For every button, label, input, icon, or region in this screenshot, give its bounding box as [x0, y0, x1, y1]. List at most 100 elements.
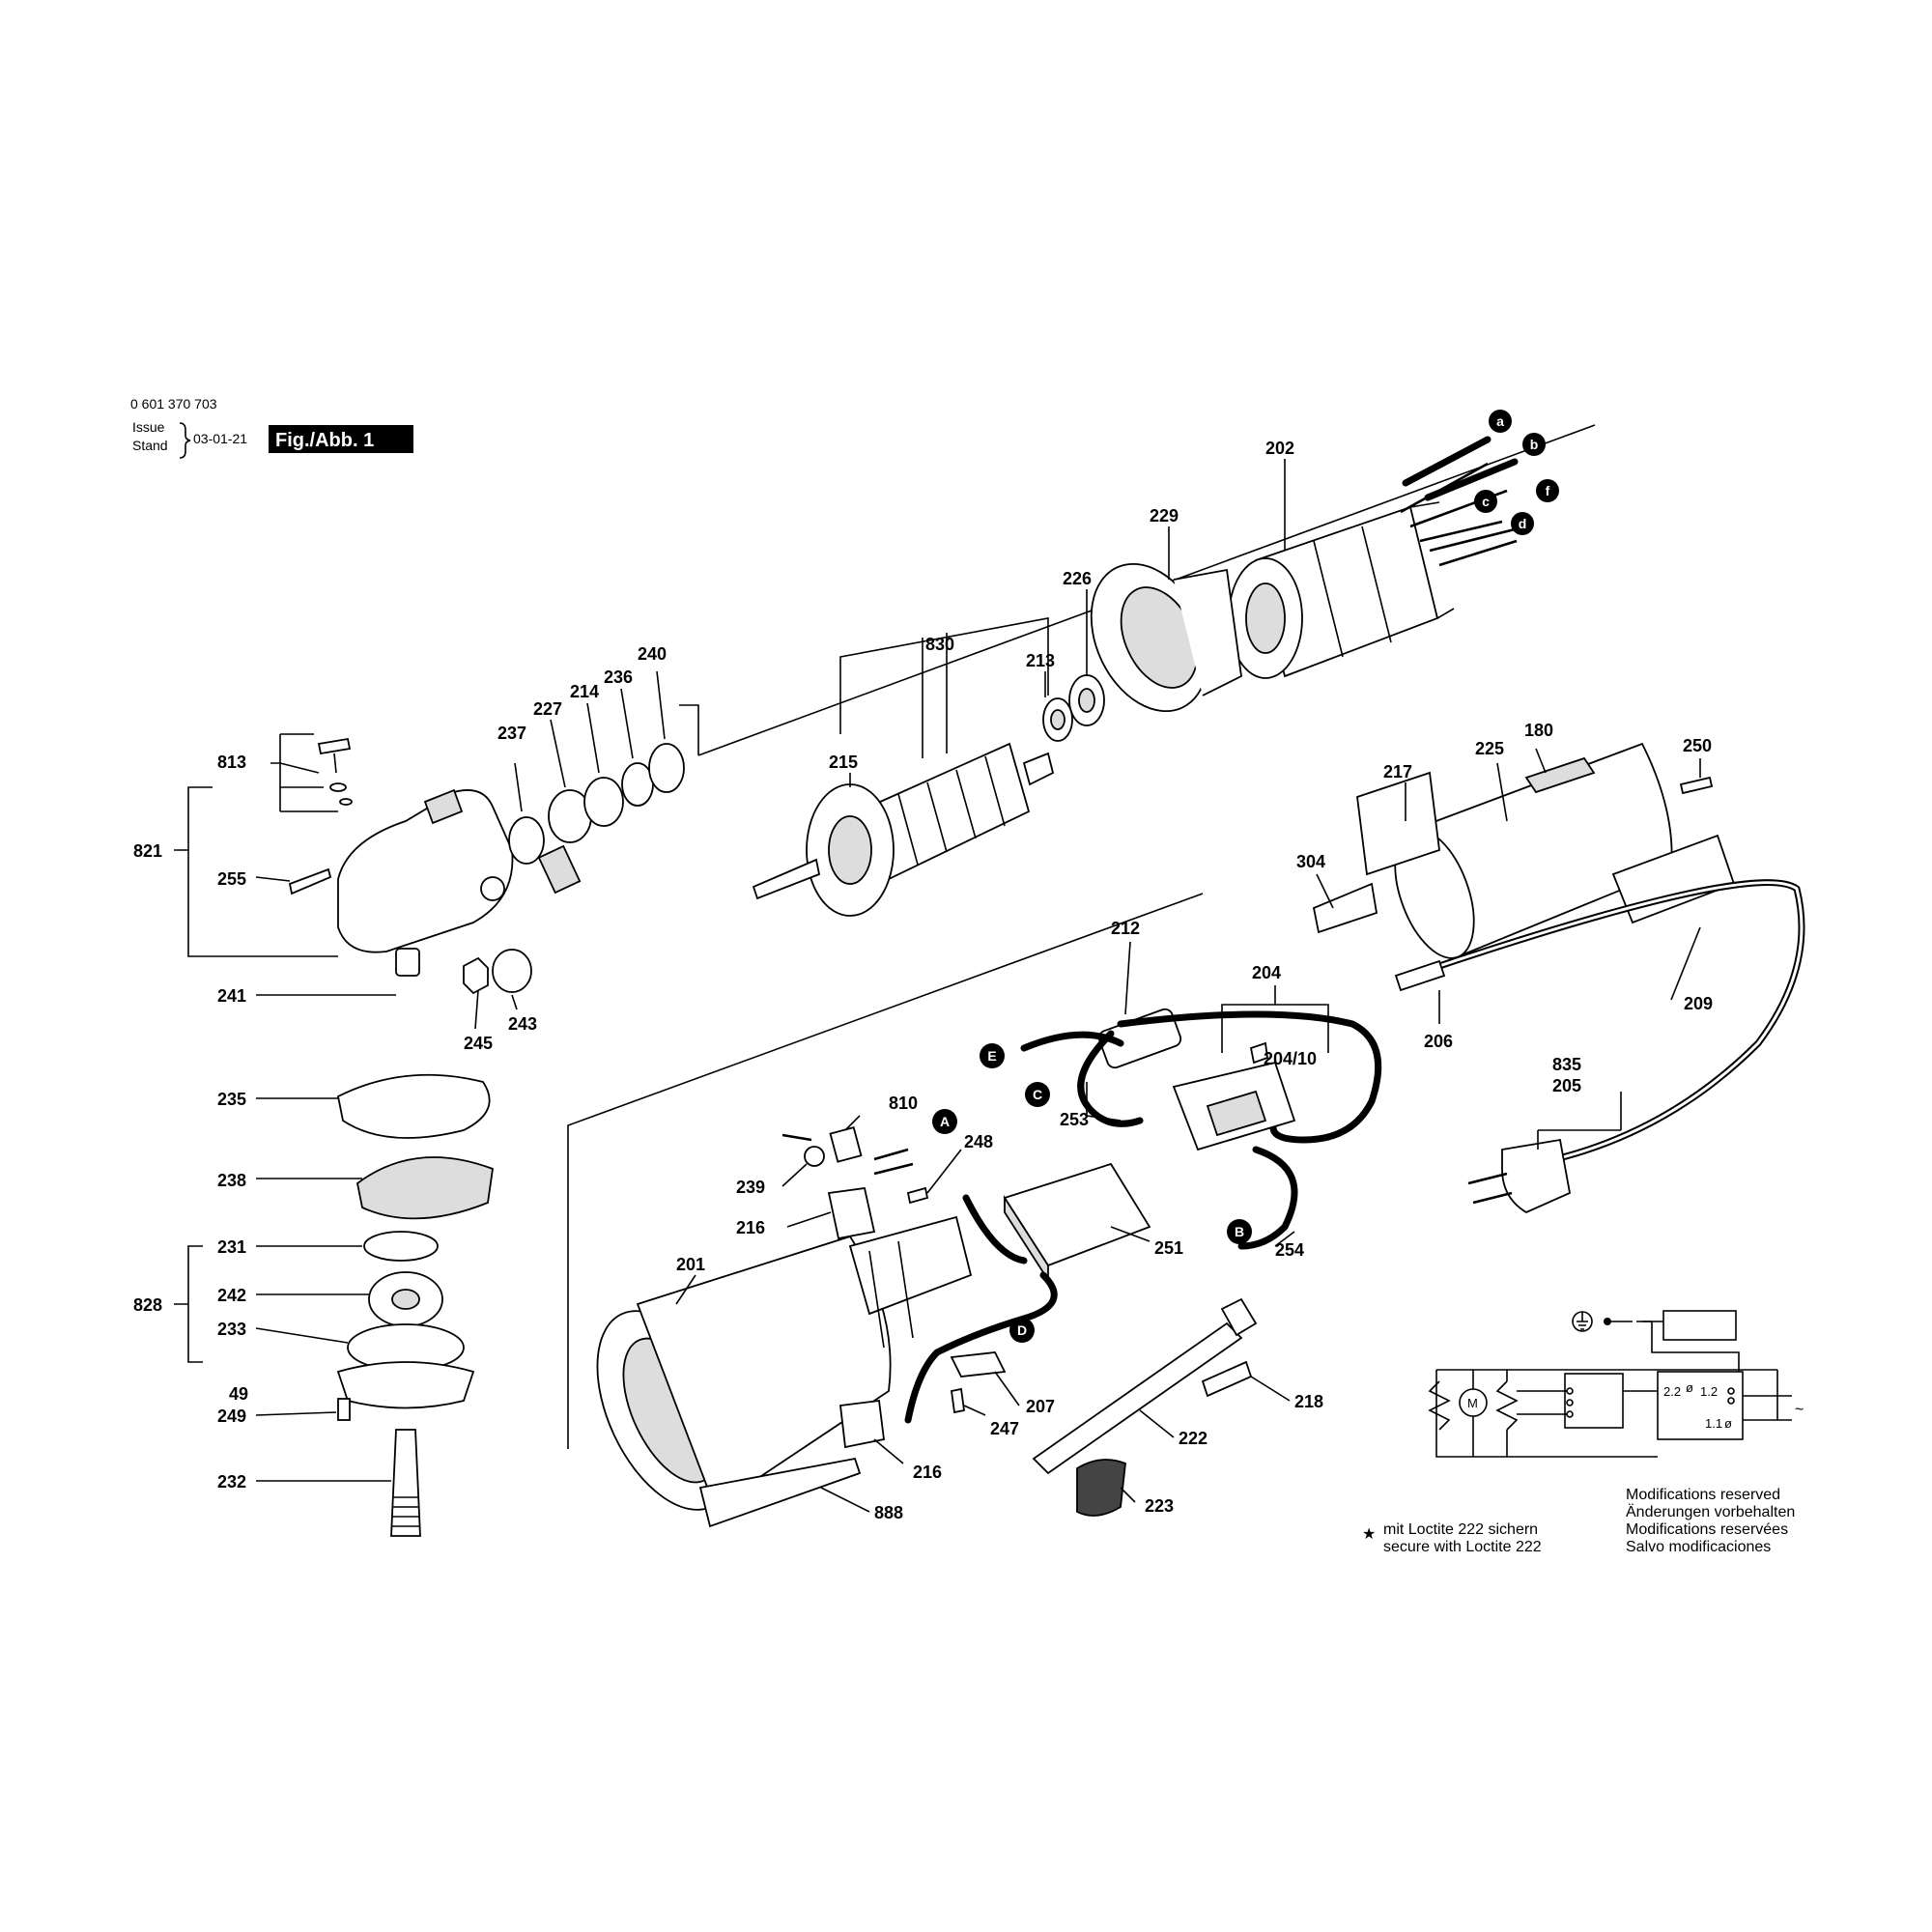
electronic-module [1564, 1373, 1624, 1429]
label-217 [1356, 771, 1440, 876]
bearing-226-hole [1078, 688, 1095, 713]
mains-symbol: ~ [1795, 1402, 1804, 1418]
phi-2: ø [1724, 1416, 1732, 1431]
connector-a-label: a [1496, 413, 1504, 429]
part-label: 304 [1296, 852, 1325, 871]
electronics-lead-d [904, 1271, 1058, 1424]
housing-201-ribs [868, 1240, 914, 1349]
connector-badge-d [1511, 512, 1534, 535]
part-label: 202 [1265, 439, 1294, 458]
connector-badges: a b c f d A B C D E [932, 410, 1559, 1343]
spring-218 [1201, 1360, 1253, 1398]
brush-holder-216a [827, 1186, 876, 1240]
knob-223 [1076, 1459, 1126, 1517]
loctite-star: ★ [1362, 1526, 1376, 1543]
switch-face [1206, 1090, 1267, 1137]
part-labels: 202 229 226 830 213 215 240 236 214 227 … [133, 439, 1713, 1522]
gear-head-housing [337, 789, 514, 953]
schematic-switch-box [1657, 1371, 1744, 1440]
connector-badge-D [1009, 1318, 1035, 1343]
schematic-top-wiring [1642, 1321, 1740, 1372]
connector-f-label: f [1546, 483, 1550, 498]
bearing-flange [336, 1361, 475, 1409]
module-pin-1 [1566, 1387, 1574, 1395]
part-label: 251 [1154, 1238, 1183, 1258]
fan-guide-side [1173, 568, 1242, 696]
lead-b-cable [1237, 1146, 1298, 1250]
issue-label: Issue [132, 419, 165, 435]
leader-lines [174, 459, 1701, 1513]
label-888 [698, 1457, 862, 1528]
connector-B-label: B [1235, 1224, 1244, 1239]
issue-date: 03-01-21 [193, 431, 247, 446]
part-label: 821 [133, 841, 162, 861]
armature-fan-hub [828, 815, 872, 885]
power-cord-206 [1394, 879, 1805, 1214]
part-label: 828 [133, 1295, 162, 1315]
part-label: 217 [1383, 762, 1412, 781]
part-label: 212 [1111, 919, 1140, 938]
switch-slider-parts [698, 1297, 1258, 1528]
electronics-box [1003, 1162, 1151, 1267]
part-label: 888 [874, 1503, 903, 1522]
part-label: 253 [1060, 1110, 1089, 1129]
part-label: 810 [889, 1094, 918, 1113]
part-label: 236 [604, 668, 633, 687]
contact-dot-2 [1727, 1397, 1735, 1405]
issue-brace [179, 422, 191, 459]
part-label: 235 [217, 1090, 246, 1109]
part-label: 49 [229, 1384, 248, 1404]
part-label: 239 [736, 1178, 765, 1197]
motor-label: M [1467, 1396, 1478, 1410]
part-label: 226 [1063, 569, 1092, 588]
switch-contact-22: 2.2 [1663, 1384, 1681, 1399]
spindle-thread [392, 1496, 419, 1527]
connector-badge-c [1474, 490, 1497, 513]
phi-1: ø [1686, 1380, 1693, 1395]
part-label: 245 [464, 1034, 493, 1053]
stator-ribs [1313, 526, 1392, 658]
wiring-schematic: 2.2 ø 1.2 1.1 ø ~ M [1428, 1310, 1804, 1458]
screw-248 [906, 1186, 929, 1205]
part-label: 241 [217, 986, 246, 1006]
mains-leads [1777, 1395, 1792, 1421]
part-label: 835 [1552, 1055, 1581, 1074]
schematic-module-top [1662, 1310, 1737, 1341]
bearing-stack [508, 743, 685, 895]
part-label: 238 [217, 1171, 246, 1190]
slider-head [1220, 1297, 1258, 1337]
part-label: 231 [217, 1237, 246, 1257]
part-label: 180 [1524, 721, 1553, 740]
part-label: 249 [217, 1406, 246, 1426]
part-label: 207 [1026, 1397, 1055, 1416]
connector-badge-E [980, 1043, 1005, 1068]
label-180 [1524, 756, 1596, 794]
gear-head-821 [288, 737, 514, 953]
part-label: 247 [990, 1419, 1019, 1438]
part-label: 225 [1475, 739, 1504, 758]
part-label: 213 [1026, 651, 1055, 670]
bearing-214 [583, 777, 624, 827]
screw-255 [288, 867, 332, 895]
cap-lead-e [1020, 1031, 1124, 1052]
part-label: 223 [1145, 1496, 1174, 1516]
nut-245 [463, 956, 489, 995]
gear-stack [336, 948, 532, 1537]
carbon-brush-810 [829, 1126, 863, 1163]
bearing-213-hole [1050, 709, 1065, 730]
spindle-lock-pin [333, 753, 337, 774]
part-label: 216 [913, 1463, 942, 1482]
bevel-gear-238 [356, 1156, 494, 1220]
part-label: 255 [217, 869, 246, 889]
spindle-lock-spring [329, 782, 347, 792]
part-label: 830 [925, 635, 954, 654]
housing-201 [596, 1215, 973, 1511]
connector-badge-B [1227, 1219, 1252, 1244]
screw-249 [337, 1398, 351, 1421]
earth-node [1604, 1318, 1611, 1325]
connector-c-label: c [1482, 494, 1490, 509]
loctite-note-de: mit Loctite 222 sichern [1383, 1521, 1538, 1538]
modifications-fr: Modifications reservées [1626, 1521, 1788, 1538]
circlip-231 [363, 1231, 439, 1262]
